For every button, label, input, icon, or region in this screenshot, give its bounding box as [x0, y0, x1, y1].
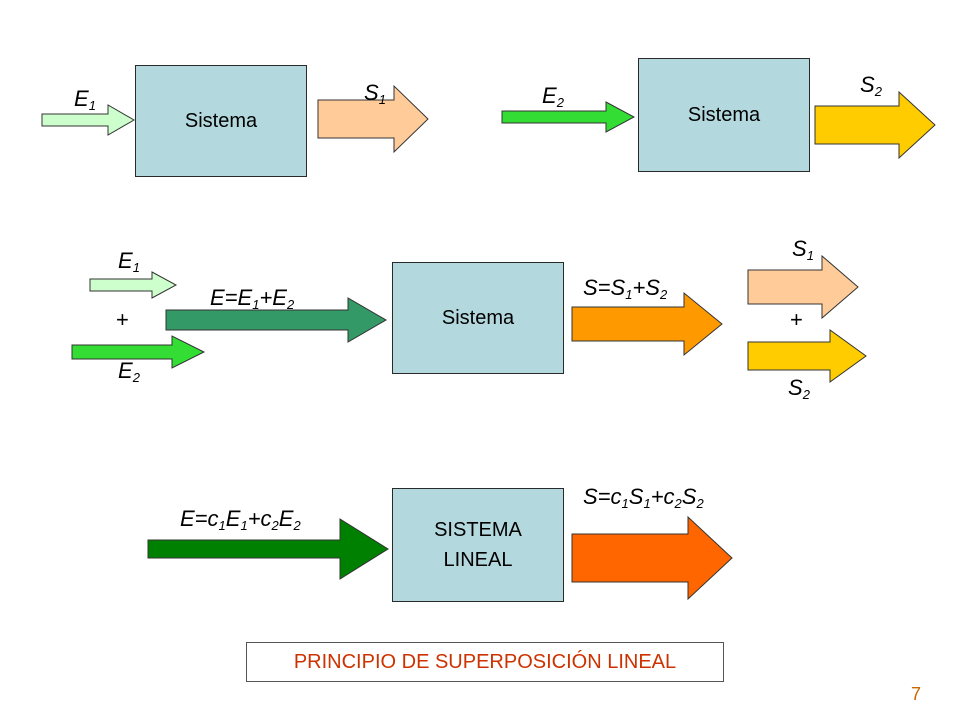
input-label-e1: E1 [74, 86, 96, 113]
input-arrow-e1-sum [89, 271, 178, 299]
system-box-3: Sistema [392, 262, 564, 374]
system-box-2: Sistema [638, 58, 810, 172]
sum-output-arrow [571, 291, 723, 357]
sum-input-arrow [165, 297, 387, 343]
output-arrow-s2 [814, 90, 936, 160]
principle-title: PRINCIPIO DE SUPERPOSICIÓN LINEAL [246, 642, 724, 682]
plus-sign-left: + [116, 307, 129, 332]
linear-output-arrow [571, 515, 733, 601]
output-label-s2-sum: S2 [788, 375, 810, 402]
output-label-s1-sum: S1 [792, 236, 814, 263]
linear-system-box: SISTEMA LINEAL [392, 488, 564, 602]
output-arrow-s1 [317, 84, 429, 154]
output-arrow-s1-sum [747, 254, 859, 320]
output-arrow-s2-sum [747, 329, 867, 383]
linear-input-label: E=c1E1+c2E2 [180, 506, 301, 533]
input-arrow-e1 [41, 104, 136, 136]
input-arrow-e2 [501, 101, 636, 133]
input-label-e2: E2 [542, 83, 564, 110]
output-label-s1: S1 [364, 80, 386, 107]
linear-system-line1: SISTEMA [434, 519, 522, 541]
system-box-1: Sistema [135, 65, 307, 177]
plus-sign-right: + [790, 307, 803, 332]
input-arrow-e2-sum [71, 335, 206, 369]
linear-output-label: S=c1S1+c2S2 [583, 484, 704, 511]
input-label-e2-sum: E2 [118, 358, 140, 385]
output-label-s2: S2 [860, 72, 882, 99]
sum-input-label: E=E1+E2 [210, 285, 295, 312]
input-label-e1-sum: E1 [118, 248, 140, 275]
page-number: 7 [911, 684, 922, 704]
linear-system-line2: LINEAL [443, 549, 513, 571]
linear-input-arrow [147, 518, 389, 580]
sum-output-label: S=S1+S2 [583, 275, 668, 302]
